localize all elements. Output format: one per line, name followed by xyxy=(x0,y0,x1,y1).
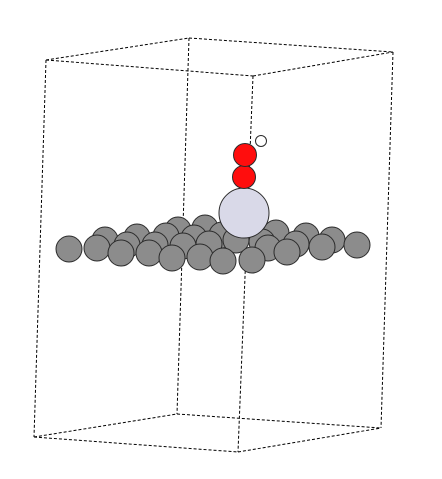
cell-edge xyxy=(33,413,178,438)
substrate-atom xyxy=(158,244,186,272)
cell-edge xyxy=(33,59,47,438)
cell-edge xyxy=(45,37,190,61)
oxygen-atoms xyxy=(232,143,257,189)
substrate-atom xyxy=(308,233,336,261)
cell-edge xyxy=(237,427,382,453)
substrate-atom xyxy=(55,235,83,263)
substrate-atom xyxy=(107,239,135,267)
substrate-atom xyxy=(135,239,163,267)
cell-edge xyxy=(33,436,239,453)
substrate-atom xyxy=(238,246,266,274)
cell-edge xyxy=(176,37,190,415)
metal-adatom xyxy=(218,187,270,239)
substrate-atom xyxy=(209,247,237,275)
cell-edge xyxy=(252,51,394,77)
hydrogen-atom xyxy=(255,135,267,147)
substrate-atom xyxy=(186,243,214,271)
cell-edge xyxy=(380,51,394,429)
substrate-atom xyxy=(273,238,301,266)
cell-edge xyxy=(188,37,394,53)
substrate-layer xyxy=(55,214,371,275)
oxygen-atom xyxy=(233,143,257,167)
cell-edge xyxy=(237,75,254,453)
cell-edge xyxy=(45,59,254,77)
cell-edge xyxy=(176,413,382,429)
oxygen-atom xyxy=(232,165,256,189)
simulation-cell xyxy=(33,37,394,453)
substrate-atom xyxy=(83,234,111,262)
substrate-atom xyxy=(343,231,371,259)
